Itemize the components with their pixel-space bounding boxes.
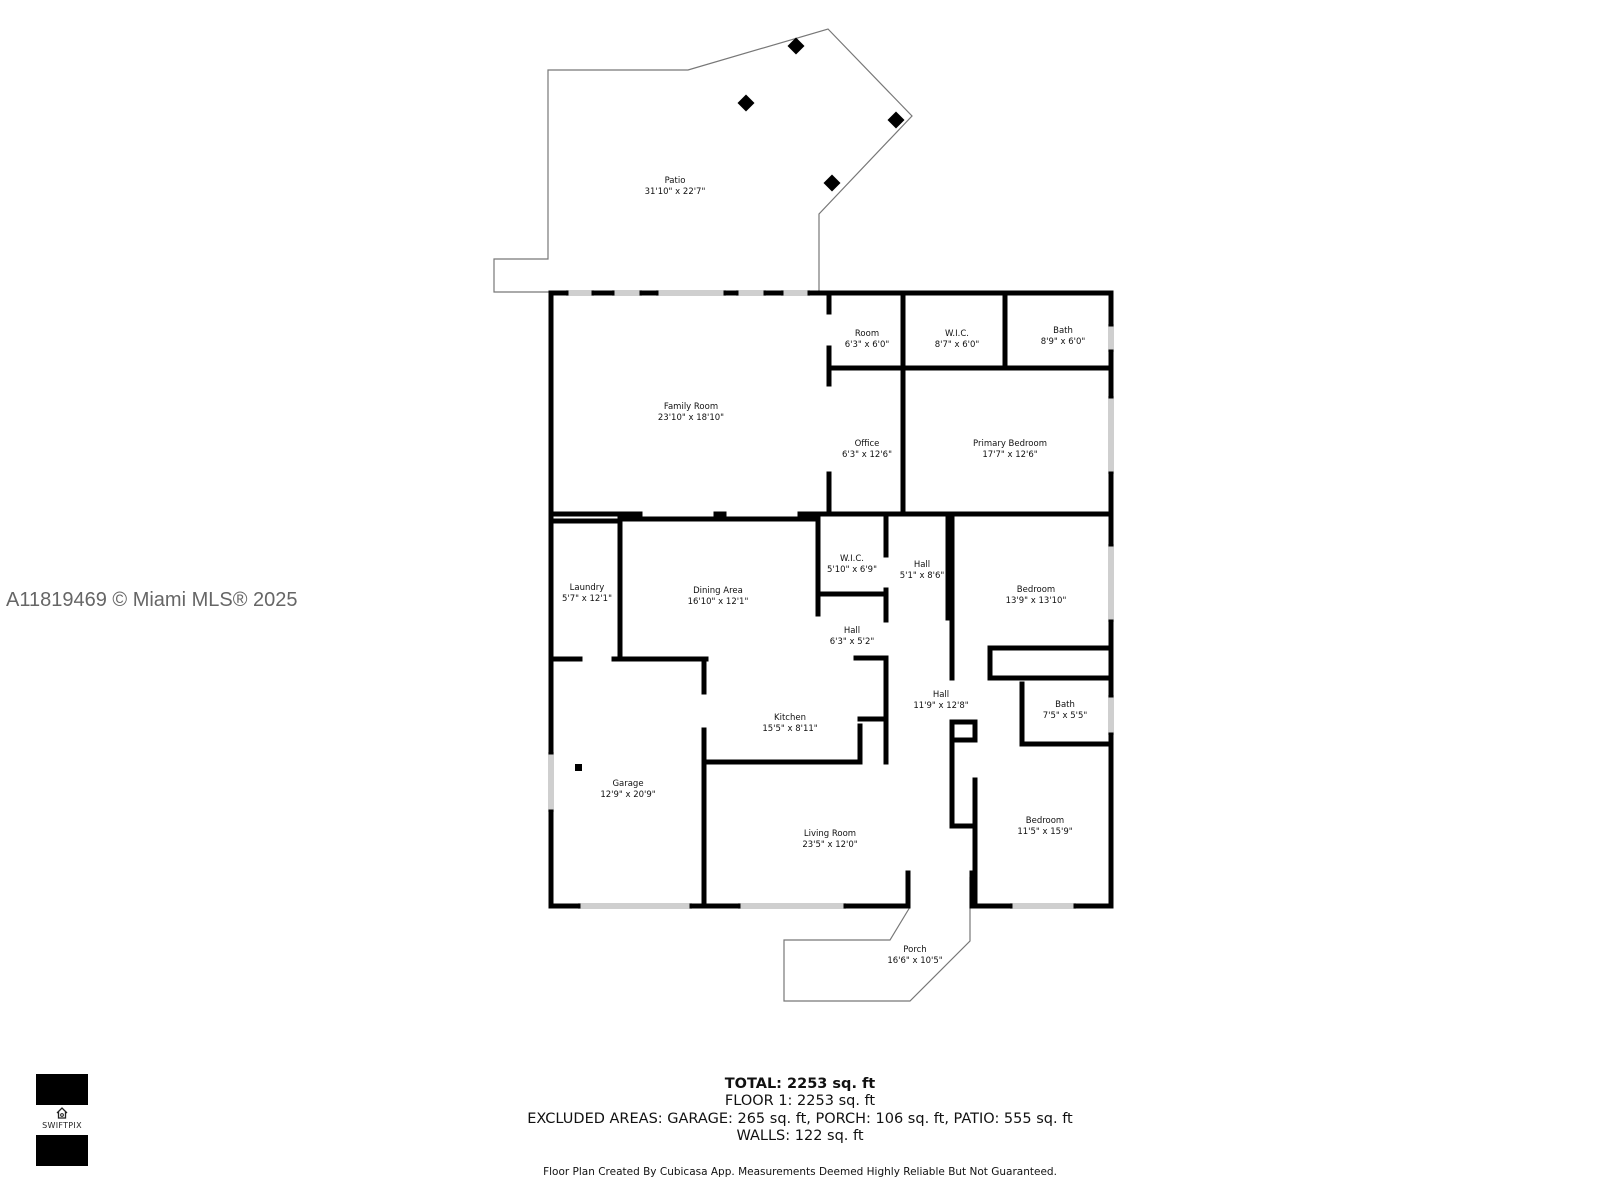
- mls-watermark: A11819469 © Miami MLS® 2025: [6, 589, 298, 611]
- label-wic-hall-dims: 5'10" x 6'9": [827, 565, 877, 575]
- excluded-areas: EXCLUDED AREAS: GARAGE: 265 sq. ft, PORC…: [527, 1110, 1073, 1127]
- patio-posts: [737, 37, 905, 192]
- label-family-room-name: Family Room: [664, 402, 718, 412]
- label-dining-area-name: Dining Area: [693, 586, 743, 596]
- label-hall-small-dims: 6'3" x 5'2": [830, 637, 875, 647]
- label-hall-main-dims: 11'9" x 12'8": [913, 701, 968, 711]
- floor-area: FLOOR 1: 2253 sq. ft: [724, 1093, 876, 1110]
- label-patio-name: Patio: [665, 176, 686, 186]
- walls: [548, 290, 1114, 909]
- label-office-name: Office: [855, 439, 880, 449]
- total-area: TOTAL: 2253 sq. ft: [724, 1076, 876, 1092]
- label-bath-primary-dims: 8'9" x 6'0": [1041, 337, 1086, 347]
- label-office-dims: 6'3" x 12'6": [842, 450, 892, 460]
- house-icon: [56, 1107, 68, 1119]
- windows: [548, 290, 1114, 909]
- garage-marker: [575, 764, 582, 771]
- label-room-dims: 6'3" x 6'0": [845, 340, 890, 350]
- label-bedroom-upper-dims: 13'9" x 13'10": [1006, 596, 1067, 606]
- label-hall-upper-name: Hall: [914, 560, 930, 570]
- porch-outline: [783, 877, 971, 1002]
- area-totals: TOTAL: 2253 sq. ft FLOOR 1: 2253 sq. ft …: [0, 1076, 1600, 1145]
- label-wic-primary-dims: 8'7" x 6'0": [935, 340, 980, 350]
- label-dining-area-dims: 16'10" x 12'1": [688, 597, 749, 607]
- label-wic-hall-name: W.I.C.: [840, 554, 864, 564]
- label-garage-name: Garage: [612, 779, 643, 789]
- brand-logo: SWIFTPIX: [36, 1074, 88, 1166]
- logo-block-top: [36, 1074, 88, 1105]
- label-kitchen-name: Kitchen: [774, 713, 806, 723]
- label-garage-dims: 12'9" x 20'9": [600, 790, 655, 800]
- disclaimer-note: Floor Plan Created By Cubicasa App. Meas…: [543, 1166, 1057, 1178]
- label-room-name: Room: [855, 329, 879, 339]
- label-bath-primary-name: Bath: [1053, 326, 1073, 336]
- label-porch-dims: 16'6" x 10'5": [887, 956, 942, 966]
- label-bedroom-lower-dims: 11'5" x 15'9": [1017, 827, 1072, 837]
- label-living-room-name: Living Room: [804, 829, 856, 839]
- label-bedroom-upper-name: Bedroom: [1017, 585, 1055, 595]
- label-living-room-dims: 23'5" x 12'0": [802, 840, 857, 850]
- label-patio-dims: 31'10" x 22'7": [645, 187, 706, 197]
- logo-block-bottom: [36, 1135, 88, 1166]
- label-kitchen-dims: 15'5" x 8'11": [762, 724, 817, 734]
- room-labels: Patio 31'10" x 22'7" Family Room 23'10" …: [562, 176, 1087, 966]
- label-primary-bedroom-name: Primary Bedroom: [973, 439, 1047, 449]
- label-porch-name: Porch: [903, 945, 926, 955]
- logo-brand-text: SWIFTPIX: [42, 1121, 82, 1130]
- label-wic-primary-name: W.I.C.: [945, 329, 969, 339]
- label-hall-upper-dims: 5'1" x 8'6": [900, 571, 945, 581]
- label-bath-hall-dims: 7'5" x 5'5": [1043, 711, 1088, 721]
- label-hall-small-name: Hall: [844, 626, 860, 636]
- label-hall-main-name: Hall: [933, 690, 949, 700]
- label-laundry-dims: 5'7" x 12'1": [562, 594, 612, 604]
- label-laundry-name: Laundry: [570, 583, 605, 593]
- label-primary-bedroom-dims: 17'7" x 12'6": [982, 450, 1037, 460]
- patio-outline: [493, 28, 913, 293]
- label-bath-hall-name: Bath: [1055, 700, 1075, 710]
- label-family-room-dims: 23'10" x 18'10": [658, 413, 724, 423]
- label-bedroom-lower-name: Bedroom: [1026, 816, 1064, 826]
- walls-area: WALLS: 122 sq. ft: [736, 1127, 864, 1144]
